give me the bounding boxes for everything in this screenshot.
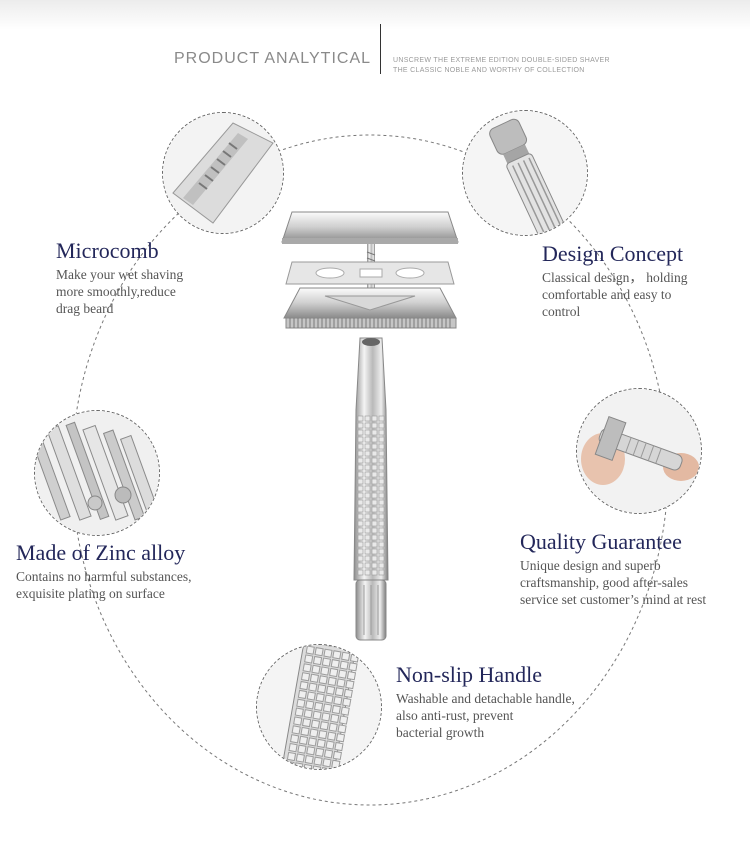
feature-description: Washable and detachable handle, also ant… xyxy=(396,690,575,741)
feature-zinc-alloy: Made of Zinc alloy Contains no harmful s… xyxy=(16,540,191,602)
feature-line: control xyxy=(542,304,581,319)
feature-title: Design Concept xyxy=(542,241,684,266)
feature-line: bacterial growth xyxy=(396,725,485,740)
design-concept-image xyxy=(462,110,588,236)
feature-description: Make your wet shaving more smoothly,redu… xyxy=(56,266,183,317)
feature-title: Quality Guarantee xyxy=(520,529,682,554)
feature-quality-guarantee: Quality Guarantee Unique design and supe… xyxy=(520,529,706,608)
top-shade xyxy=(0,0,750,30)
razor-illustration xyxy=(281,211,459,641)
header-subtitle-line2: THE CLASSIC NOBLE AND WORTHY OF COLLECTI… xyxy=(393,67,585,74)
feature-title: Made of Zinc alloy xyxy=(16,540,186,565)
feature-title: Microcomb xyxy=(56,238,159,263)
feature-line: Contains no harmful substances, xyxy=(16,569,192,584)
feature-line: Washable and detachable handle, xyxy=(396,691,575,706)
header-divider xyxy=(380,24,381,74)
feature-line: craftsmanship, good after-sales xyxy=(520,575,689,590)
feature-line: comfortable and easy to xyxy=(542,287,672,302)
microcomb-image xyxy=(162,112,284,234)
header-title: PRODUCT ANALYTICAL xyxy=(174,50,372,67)
header-subtitle-line1: UNSCREW THE EXTREME EDITION DOUBLE-SIDED… xyxy=(393,57,610,64)
feature-description: Contains no harmful substances, exquisit… xyxy=(16,568,191,602)
header-subtitle: UNSCREW THE EXTREME EDITION DOUBLE-SIDED… xyxy=(393,56,610,76)
feature-title: Non-slip Handle xyxy=(396,662,543,687)
feature-description: Classical design， holding comfortable an… xyxy=(542,269,688,320)
feature-description: Unique design and superb craftsmanship, … xyxy=(520,557,706,608)
feature-line: service set customer’s mind at rest xyxy=(520,592,707,607)
quality-guarantee-image xyxy=(576,388,702,514)
feature-non-slip-handle: Non-slip Handle Washable and detachable … xyxy=(396,662,575,741)
non-slip-handle-image xyxy=(256,644,382,770)
feature-line: also anti-rust, prevent xyxy=(396,708,514,723)
feature-line: Make your wet shaving xyxy=(56,267,184,282)
zinc-alloy-image xyxy=(34,410,160,536)
feature-microcomb: Microcomb Make your wet shaving more smo… xyxy=(56,238,183,317)
feature-design-concept: Design Concept Classical design， holding… xyxy=(542,241,688,320)
feature-line: more smoothly,reduce xyxy=(56,284,176,299)
feature-line: exquisite plating on surface xyxy=(16,586,165,601)
feature-line: Unique design and superb xyxy=(520,558,661,573)
feature-line: Classical design， holding xyxy=(542,270,688,285)
feature-line: drag beard xyxy=(56,301,114,316)
